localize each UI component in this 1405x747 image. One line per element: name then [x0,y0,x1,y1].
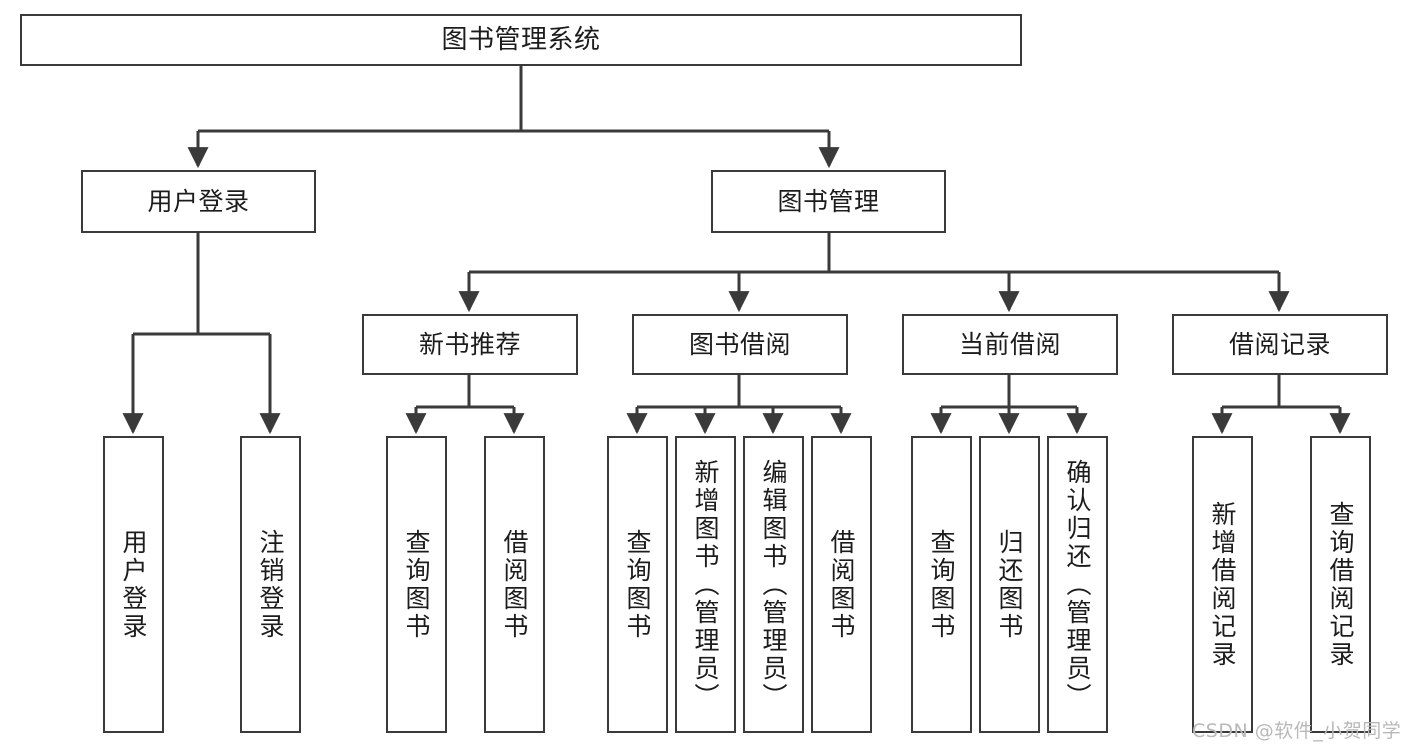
node-current-borrow[interactable]: 当前借阅 [902,314,1118,375]
node-label: 归还图书 [995,528,1024,641]
node-borrow-record[interactable]: 借阅记录 [1172,314,1388,375]
leaf-query-book-new[interactable]: 查询图书 [386,436,447,733]
node-book-management[interactable]: 图书管理 [711,170,946,233]
node-label: 查询图书 [402,528,431,641]
node-label: 借阅图书 [500,528,529,641]
node-label: 图书管理 [777,186,880,216]
node-label: 用户登录 [119,528,148,641]
leaf-edit-book-admin[interactable]: 编辑图书（管理员） [743,436,804,733]
node-label: 编辑图书（管理员） [759,458,788,711]
leaf-borrow-book-new[interactable]: 借阅图书 [484,436,545,733]
node-label: 新增借阅记录 [1208,500,1237,669]
leaf-user-logout[interactable]: 注销登录 [240,436,301,733]
node-label: 新书推荐 [418,329,521,359]
node-label: 注销登录 [256,528,285,641]
leaf-add-book-admin[interactable]: 新增图书（管理员） [675,436,736,733]
node-label: 新增图书（管理员） [691,458,720,711]
leaf-query-borrow-record[interactable]: 查询借阅记录 [1310,436,1371,733]
node-label: 图书借阅 [688,329,791,359]
leaf-confirm-return-admin[interactable]: 确认归还（管理员） [1047,436,1108,733]
node-label: 确认归还（管理员） [1063,458,1092,711]
csdn-watermark: CSDN @软件_小贺同学 [1192,720,1402,742]
node-label: 查询图书 [927,528,956,641]
node-label: 借阅图书 [827,528,856,641]
node-label: 查询图书 [623,528,652,641]
node-label: 图书管理系统 [441,24,601,55]
leaf-query-book-borrow[interactable]: 查询图书 [607,436,668,733]
leaf-user-login[interactable]: 用户登录 [103,436,164,733]
node-book-borrow[interactable]: 图书借阅 [632,314,848,375]
node-label: 借阅记录 [1228,329,1331,359]
leaf-query-book-current[interactable]: 查询图书 [911,436,972,733]
node-user-login[interactable]: 用户登录 [81,170,316,233]
node-label: 查询借阅记录 [1326,500,1355,669]
leaf-add-borrow-record[interactable]: 新增借阅记录 [1192,436,1253,733]
leaf-borrow-book[interactable]: 借阅图书 [811,436,872,733]
node-label: 当前借阅 [958,329,1061,359]
node-label: 用户登录 [147,186,250,216]
leaf-return-book[interactable]: 归还图书 [979,436,1040,733]
node-new-book-recommend[interactable]: 新书推荐 [362,314,578,375]
node-root-system[interactable]: 图书管理系统 [20,14,1022,66]
